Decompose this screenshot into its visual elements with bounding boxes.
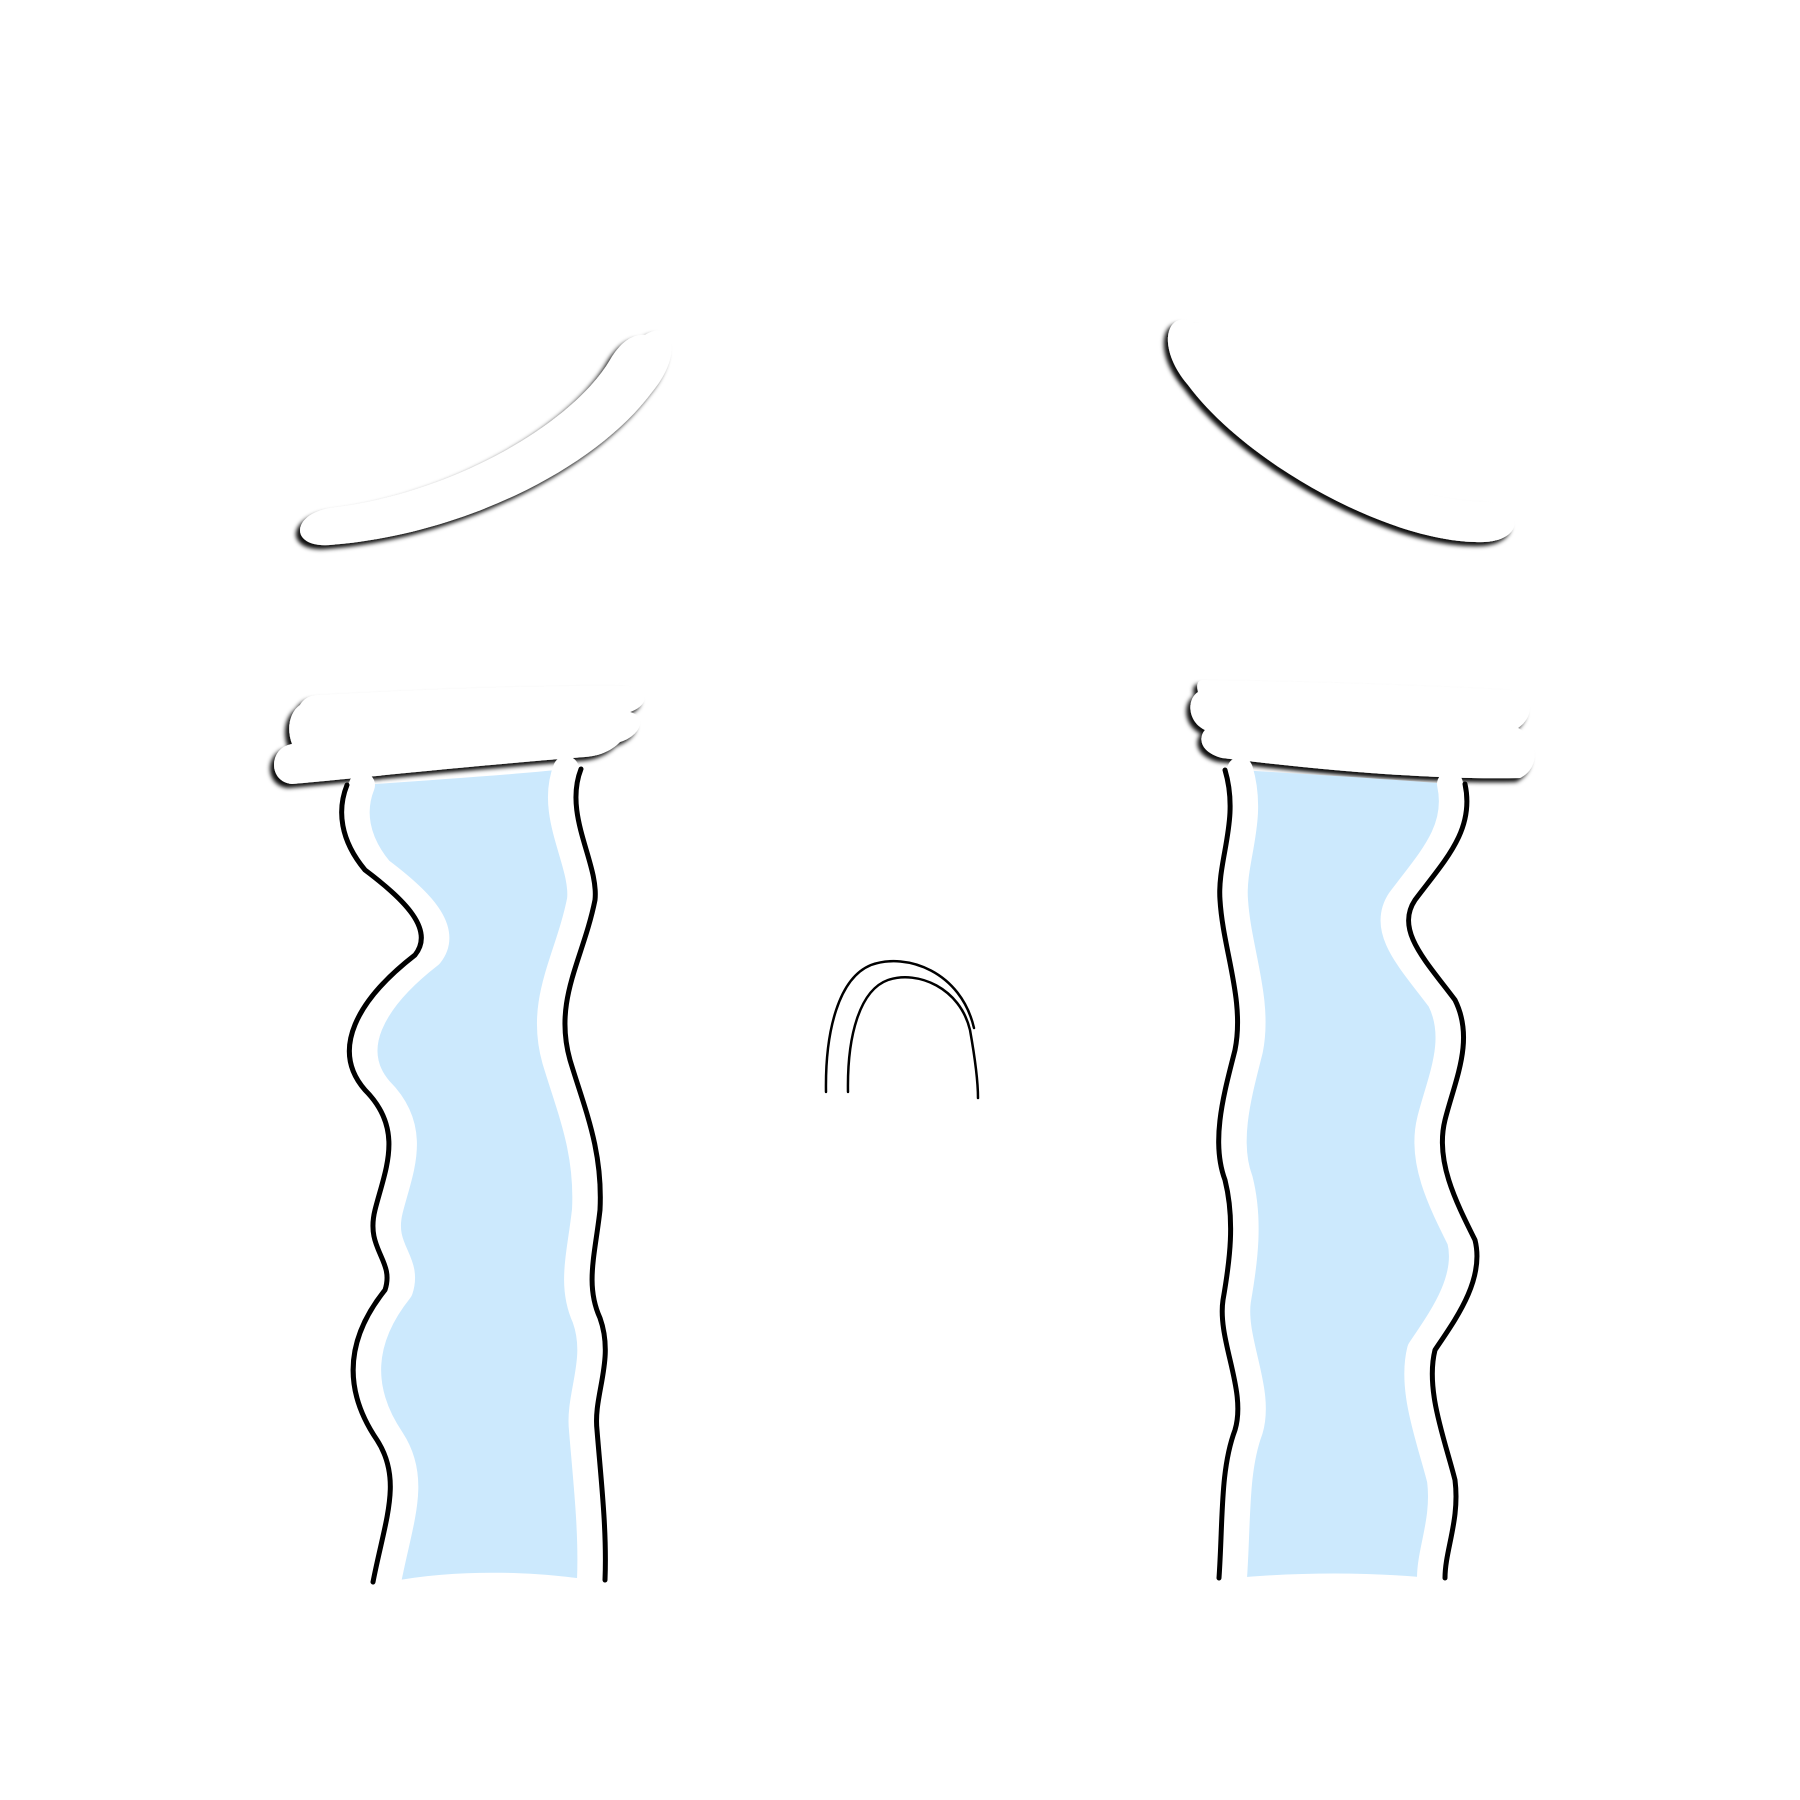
right-eyebrow-icon <box>1167 319 1515 543</box>
left-tear-stream-icon <box>339 756 608 1595</box>
right-tear-stream-icon <box>1216 757 1480 1591</box>
frown-mouth-icon <box>824 950 1002 1106</box>
left-closed-eye-icon <box>274 685 645 784</box>
right-closed-eye-icon <box>1190 680 1535 779</box>
left-eyebrow-icon <box>300 330 672 546</box>
